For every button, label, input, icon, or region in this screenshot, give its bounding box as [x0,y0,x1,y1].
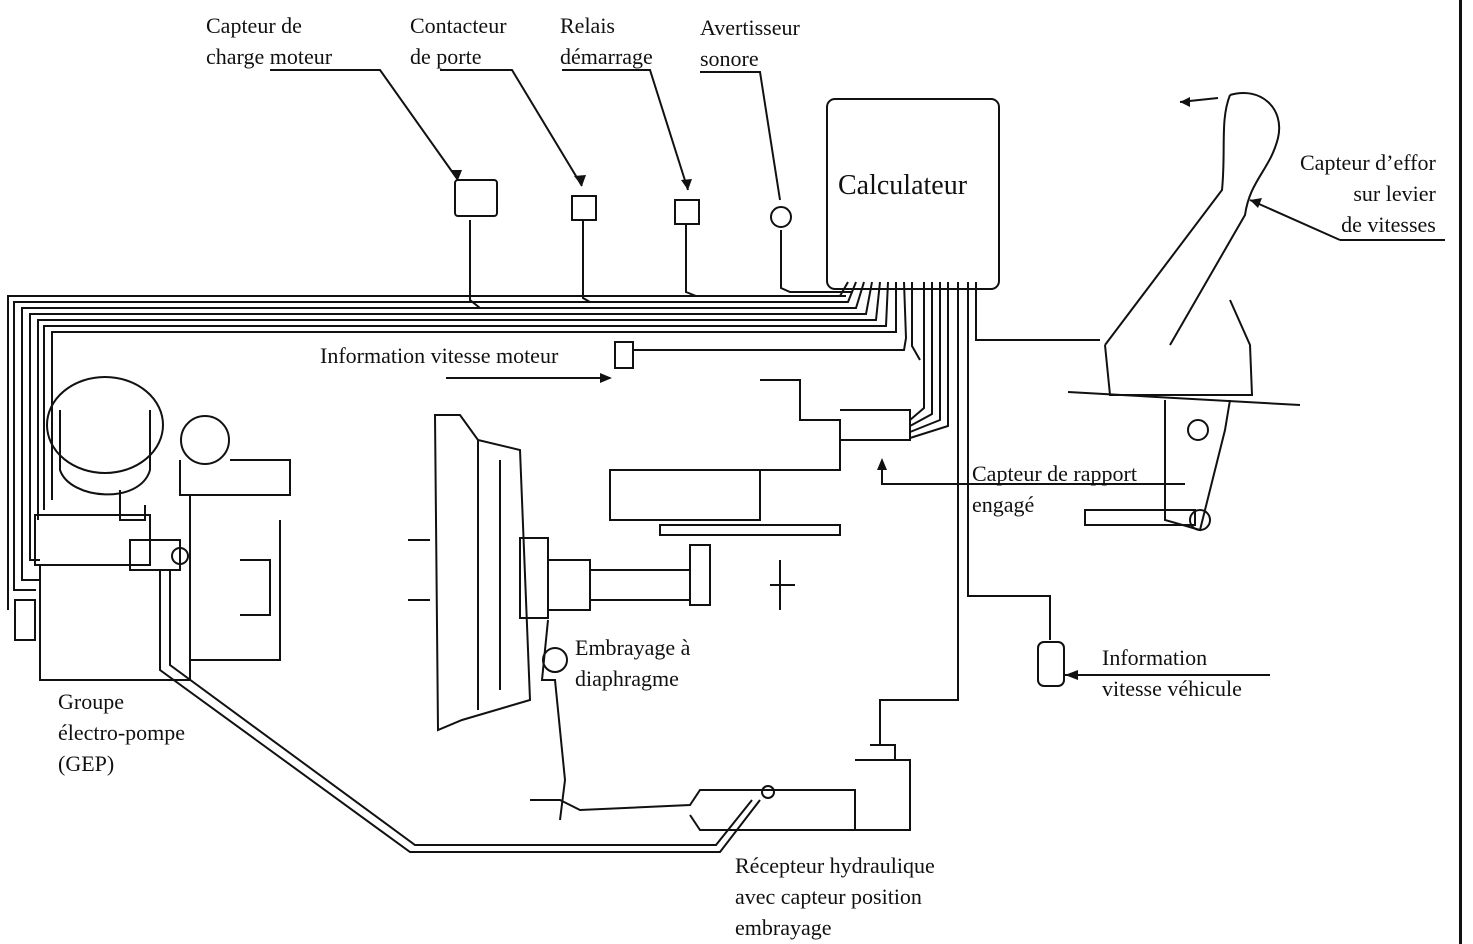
door-switch-label: Contacteur de porte [410,13,507,69]
door-switch-icon [571,195,597,221]
buzzer-wire [780,230,852,293]
load-sensor-wire [469,220,832,309]
hydraulic-receiver-label: Récepteur hydraulique avec capteur posit… [735,853,935,940]
clutch-assembly [408,379,911,732]
relay-wire [685,224,846,297]
gear-sensor-label: Capteur de rapport engagé [972,461,1137,517]
clutch-label: Embrayage à diaphragme [575,635,691,691]
vehicle-speed-label: Information vitesse véhicule [1102,645,1242,701]
door-switch-wire [582,220,840,303]
vehicle-speed-sensor-icon [1037,641,1065,687]
buzzer-icon [770,206,792,228]
start-relay-label: Relais démarrage [560,13,653,69]
load-sensor-icon [454,179,498,217]
buzzer-label: Avertisseur sonore [700,15,800,71]
calculator-label: Calculateur [838,170,968,201]
page-border [1459,0,1462,944]
hydraulic-pipe [159,570,761,853]
pump-group-label: Groupe électro-pompe (GEP) [58,689,186,776]
start-relay-icon [674,199,700,225]
engine-speed-sensor-icon [614,341,634,369]
gear-lever [1067,92,1301,532]
wiring-harness [7,281,1100,745]
load-sensor-label: Capteur de charge moteur [206,13,333,69]
hydraulic-receiver [530,619,911,831]
engine-speed-label: Information vitesse moteur [320,343,559,368]
effort-sensor-label: Capteur d’effor sur levier de vitesses [1300,150,1436,237]
calculator-box: Calculateur [826,98,1000,290]
pump-group [14,376,291,681]
